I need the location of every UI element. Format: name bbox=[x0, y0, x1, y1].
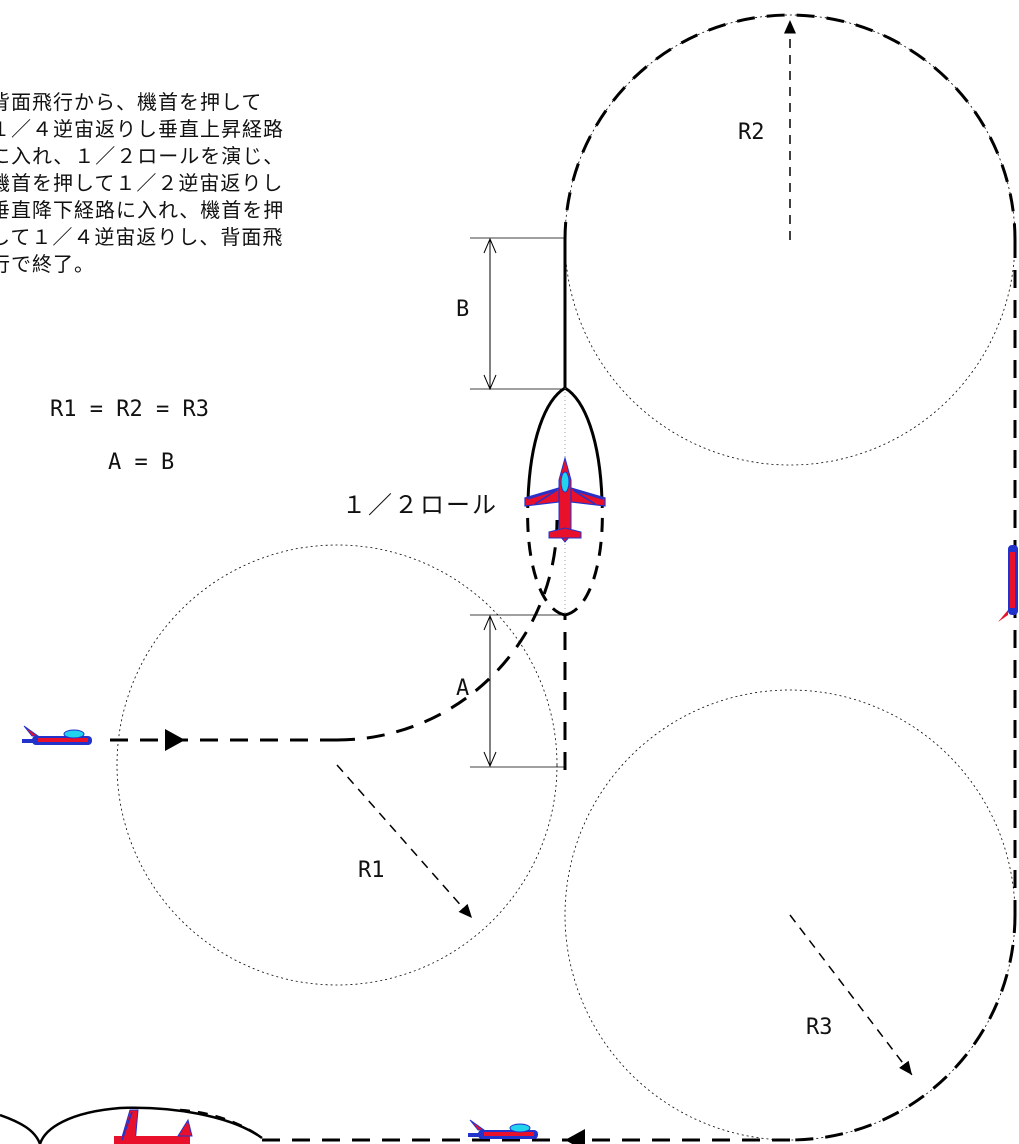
r1-radius-arrow bbox=[336, 764, 473, 919]
r1-reference-circle bbox=[116, 544, 558, 986]
description-line: 垂直降下経路に入れ、機首を押 bbox=[0, 198, 285, 222]
aircraft-icon bbox=[114, 1109, 193, 1144]
label-r3: R3 bbox=[806, 1015, 833, 1040]
partial-figure-lobe bbox=[38, 1106, 263, 1144]
half-roll-lower bbox=[526, 499, 566, 617]
r3-radius-arrow bbox=[789, 914, 913, 1076]
label-a: A bbox=[456, 676, 470, 701]
aircraft-icon bbox=[21, 725, 93, 746]
aircraft-icon bbox=[524, 456, 606, 543]
maneuver-description: 背面飛行から、機首を押して １／４逆宙返りし垂直上昇経路 に入れ、１／２ロールを… bbox=[0, 89, 430, 278]
dim-a-arrow-top-icon bbox=[483, 614, 497, 631]
description-line: 行で終了。 bbox=[0, 252, 95, 276]
quarter-loop-1 bbox=[336, 519, 559, 742]
radii-equation: R1 = R2 = R3 bbox=[50, 397, 209, 422]
label-r1: R1 bbox=[358, 858, 385, 883]
description-line: １／４逆宙返りし垂直上昇経路 bbox=[0, 117, 284, 141]
description-line: 背面飛行から、機首を押して bbox=[0, 90, 263, 114]
description-line: して１／４逆宙返りし、背面飛 bbox=[0, 225, 284, 249]
exit-arrow-icon bbox=[565, 1129, 585, 1144]
label-r2: R2 bbox=[738, 120, 765, 145]
aircraft-icon bbox=[467, 1119, 539, 1140]
partial-figure-dashed bbox=[179, 1108, 263, 1140]
entry-arrow-icon bbox=[165, 729, 185, 751]
aircraft-icon bbox=[998, 545, 1018, 622]
half-roll-lower-right bbox=[564, 499, 604, 617]
dim-b-arrow-top-icon bbox=[483, 237, 497, 254]
partial-figure-left bbox=[0, 1113, 42, 1144]
dim-a-arrow-bottom-icon bbox=[483, 751, 497, 768]
lengths-equation: A = B bbox=[108, 450, 175, 475]
half-roll-label: １／２ロール bbox=[342, 491, 498, 519]
description-line: に入れ、１／２ロールを演じ、 bbox=[0, 144, 285, 168]
label-b: B bbox=[456, 297, 470, 322]
description-line: 機首を押して１／２逆宙返りし bbox=[0, 171, 284, 195]
quarter-loop-3 bbox=[789, 914, 1017, 1142]
dim-b-arrow-bottom-icon bbox=[483, 374, 497, 391]
